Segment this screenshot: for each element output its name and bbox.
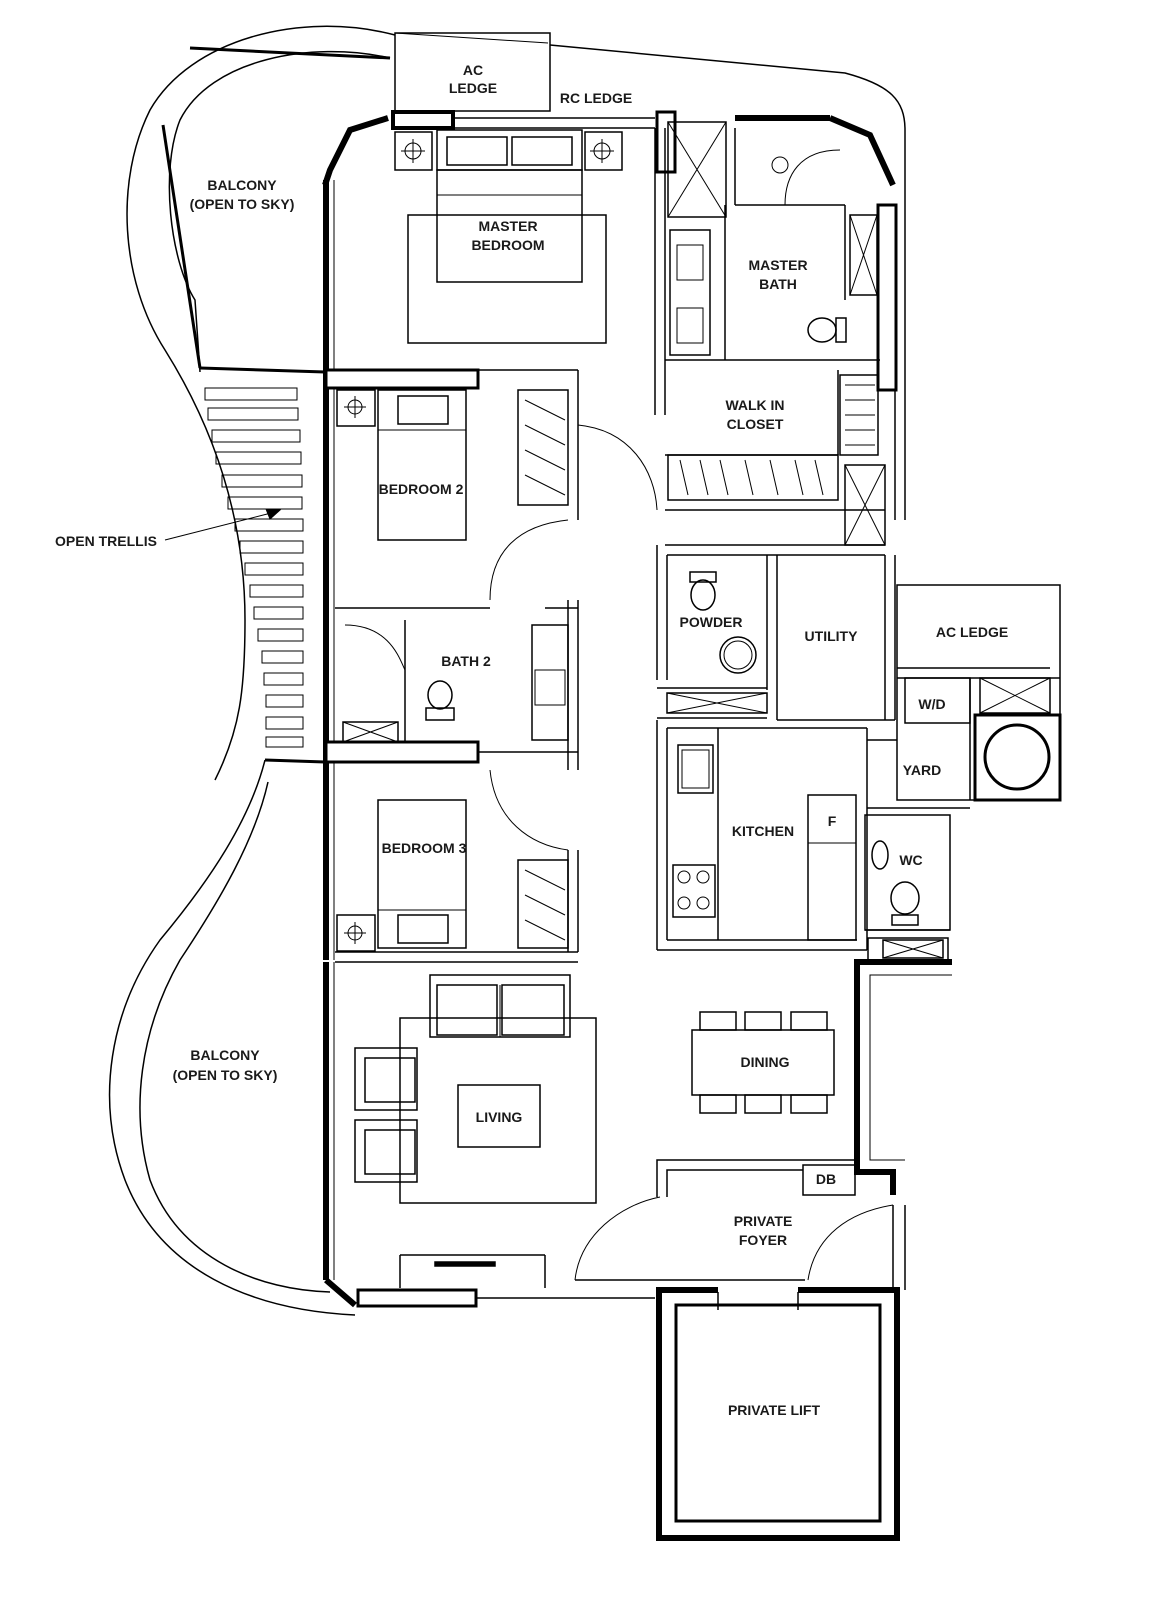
- private-foyer-line2: FOYER: [739, 1232, 787, 1248]
- ac-ledge-top-line1: AC: [463, 62, 483, 78]
- walk-in-closet-line1: WALK IN: [725, 397, 784, 413]
- label-walk-in-closet: WALK IN CLOSET: [725, 397, 784, 432]
- walk-in-closet-wardrobe: [667, 454, 886, 546]
- master-bath-line2: BATH: [759, 276, 797, 292]
- dining-furniture: [691, 1011, 835, 1114]
- toilet-icon: [689, 571, 717, 611]
- label-yard: YARD: [903, 762, 941, 778]
- label-balcony-bottom: BALCONY (OPEN TO SKY): [173, 1047, 278, 1083]
- label-utility: UTILITY: [805, 628, 859, 644]
- powder-fixtures: [666, 571, 768, 714]
- master-bedroom-line1: MASTER: [478, 218, 537, 234]
- label-db: DB: [816, 1171, 836, 1187]
- ac-ledge-top-line2: LEDGE: [449, 80, 497, 96]
- master-bedroom-furniture: [394, 129, 623, 344]
- private-lift-shaft: [656, 1282, 900, 1541]
- label-ac-ledge-top: AC LEDGE: [449, 62, 497, 96]
- label-living: LIVING: [476, 1109, 523, 1125]
- label-wd: W/D: [918, 696, 945, 712]
- label-dining: DINING: [741, 1054, 790, 1070]
- balcony-top-line2: (OPEN TO SKY): [190, 196, 295, 212]
- kitchen-fixtures: [672, 744, 857, 941]
- master-bath-fixtures: [667, 121, 879, 456]
- label-kitchen: KITCHEN: [732, 823, 794, 839]
- balcony-bottom-line1: BALCONY: [190, 1047, 260, 1063]
- private-foyer-line1: PRIVATE: [734, 1213, 793, 1229]
- label-private-foyer: PRIVATE FOYER: [734, 1213, 793, 1248]
- label-fridge: F: [828, 813, 837, 829]
- walk-in-closet-line2: CLOSET: [727, 416, 784, 432]
- label-rc-ledge: RC LEDGE: [560, 90, 632, 106]
- label-bedroom-2: BEDROOM 2: [379, 481, 464, 497]
- open-trellis-arrow: [164, 508, 282, 541]
- toilet-icon: [807, 317, 847, 343]
- lamp-icon: [401, 139, 425, 163]
- label-wc: WC: [899, 852, 922, 868]
- outer-walls: [322, 110, 952, 1308]
- label-bath-2: BATH 2: [441, 653, 491, 669]
- ac-ledge-top-outline: [394, 32, 906, 200]
- bedroom-2-furniture: [336, 389, 569, 541]
- lamp-icon: [590, 139, 614, 163]
- open-trellis-slats: [204, 387, 304, 748]
- yard-fixtures: [871, 677, 1062, 959]
- bedroom-3-furniture: [336, 799, 569, 952]
- label-master-bedroom: MASTER BEDROOM: [471, 218, 544, 253]
- balcony-bottom-outline: [108, 758, 356, 1316]
- label-open-trellis: OPEN TRELLIS: [55, 533, 157, 549]
- door-swings: [344, 149, 894, 1281]
- balcony-top-line1: BALCONY: [207, 177, 277, 193]
- bath-2-fixtures: [342, 624, 569, 743]
- label-master-bath: MASTER BATH: [748, 257, 807, 292]
- master-bath-line1: MASTER: [748, 257, 807, 273]
- balcony-bottom-line2: (OPEN TO SKY): [173, 1067, 278, 1083]
- toilet-icon: [425, 680, 455, 721]
- label-powder: POWDER: [680, 614, 743, 630]
- label-private-lift: PRIVATE LIFT: [728, 1402, 820, 1418]
- label-ac-ledge-right: AC LEDGE: [936, 624, 1008, 640]
- master-bedroom-line2: BEDROOM: [471, 237, 544, 253]
- living-furniture: [354, 974, 597, 1267]
- toilet-icon: [890, 881, 920, 926]
- label-balcony-top: BALCONY (OPEN TO SKY): [190, 177, 295, 212]
- balcony-top-outline: [126, 25, 396, 781]
- label-bedroom-3: BEDROOM 3: [382, 840, 467, 856]
